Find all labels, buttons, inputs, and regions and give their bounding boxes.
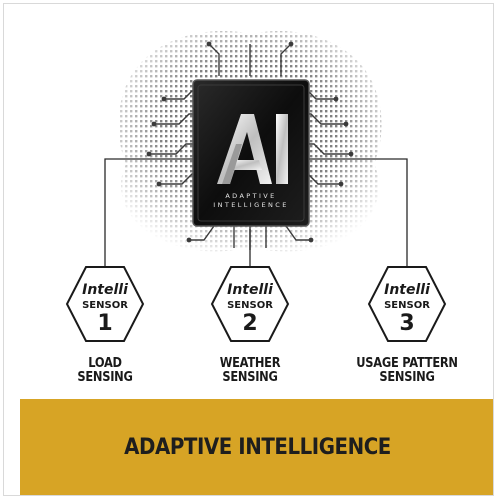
caption-line: WEATHER: [219, 356, 281, 371]
sensor-3: Intelli SENSOR 3: [367, 266, 447, 342]
sensor-2: Intelli SENSOR 2: [210, 266, 290, 342]
logo-caption-line2: INTELLIGENCE: [213, 201, 288, 209]
caption-line: LOAD: [88, 356, 122, 371]
sensor-brand-top: Intelli: [384, 282, 430, 298]
connector-lines: [104, 158, 408, 266]
sensor-2-caption: WEATHER SENSING: [188, 357, 311, 385]
ai-diagram: ADAPTIVE INTELLIGENCE Intelli SENSOR 1 I…: [65, 24, 447, 342]
sensor-brand-bottom: SENSOR: [384, 300, 430, 311]
caption-line: USAGE PATTERN: [356, 356, 458, 371]
caption-line: SENSING: [222, 370, 278, 385]
ai-chip: ADAPTIVE INTELLIGENCE: [192, 79, 310, 227]
sensor-number: 3: [399, 311, 414, 336]
caption-line: SENSING: [379, 370, 435, 385]
title-banner: ADAPTIVE INTELLIGENCE: [20, 399, 493, 495]
sensor-brand-top: Intelli: [227, 282, 273, 298]
ai-logo-mark: [217, 114, 288, 184]
caption-line: SENSING: [77, 370, 133, 385]
logo-caption-line1: ADAPTIVE: [225, 192, 276, 200]
sensor-number: 2: [242, 311, 257, 336]
sensor-1-caption: LOAD SENSING: [43, 357, 166, 385]
sensor-3-caption: USAGE PATTERN SENSING: [345, 357, 468, 385]
feature-card: ADAPTIVE INTELLIGENCE Intelli SENSOR 1 I…: [3, 3, 494, 496]
banner-title: ADAPTIVE INTELLIGENCE: [124, 435, 391, 460]
sensor-brand-bottom: SENSOR: [227, 300, 273, 311]
sensor-1: Intelli SENSOR 1: [65, 266, 145, 342]
sensor-brand-bottom: SENSOR: [82, 300, 128, 311]
sensor-brand-top: Intelli: [82, 282, 128, 298]
sensor-number: 1: [97, 311, 112, 336]
